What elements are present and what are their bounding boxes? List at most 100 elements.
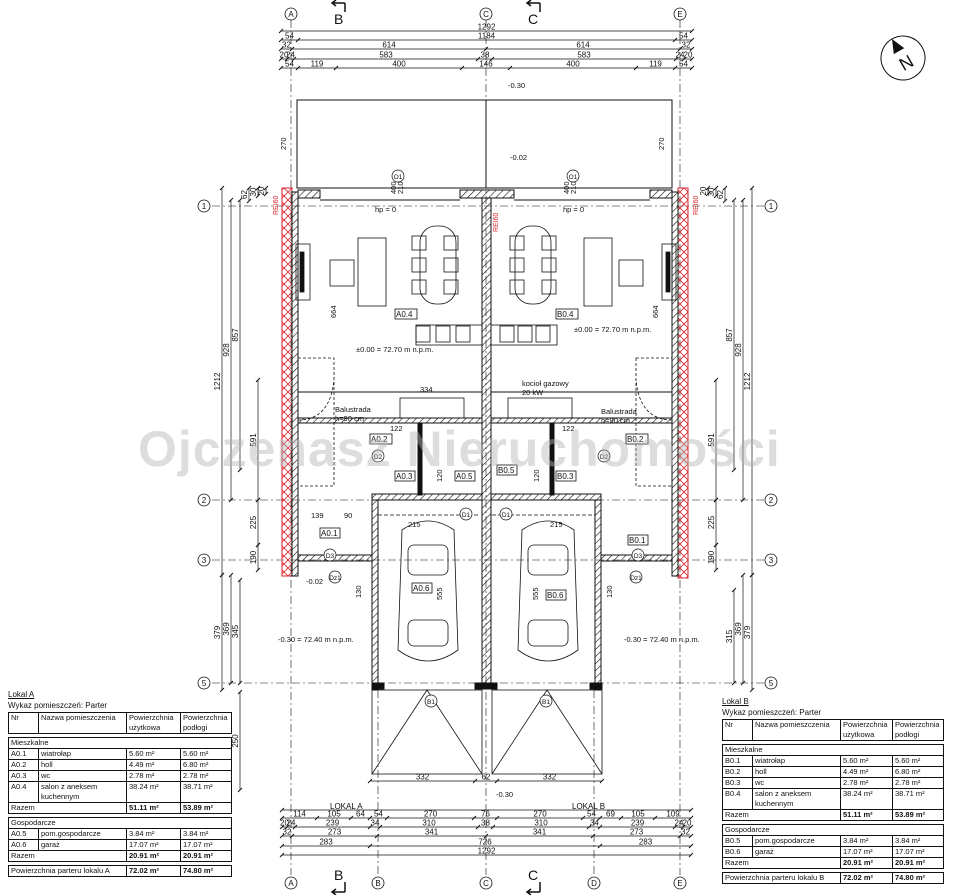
dim-label: 62 — [240, 190, 249, 199]
dim-tick — [279, 807, 285, 813]
dim-tick — [494, 778, 500, 784]
watermark: Ojczenasz Nieruchomości — [138, 421, 781, 477]
door-tag-dz1-a: Dz1 — [329, 575, 341, 582]
dim-tick — [749, 572, 755, 578]
dim-tick — [688, 807, 694, 813]
dim-tick — [279, 833, 285, 839]
dim-tick — [590, 833, 596, 839]
dim-tick — [384, 815, 390, 821]
axis-bubbles — [197, 7, 778, 890]
dim-122-b: 122 — [562, 424, 575, 433]
axis-label-a: A — [288, 10, 294, 19]
dim-label: 225 — [249, 515, 258, 529]
dim-label: 369 — [734, 622, 743, 636]
dim-tick — [228, 197, 234, 203]
room-a06: A0.6 — [413, 584, 430, 593]
dim-label: 190 — [707, 550, 716, 564]
level-ground-a: ±0.00 = 72.70 m n.p.m. — [356, 345, 433, 354]
table-title: Lokal A — [8, 690, 35, 699]
dim-tick — [367, 843, 373, 849]
dim-tick — [483, 833, 489, 839]
terrace — [296, 99, 673, 189]
dim-tick — [489, 56, 495, 62]
dim-label: 30 — [249, 187, 258, 196]
table-subtitle: Wykaz pomieszczeń: Parter — [8, 701, 108, 710]
dim-tick — [597, 824, 603, 830]
dim-label: 146 — [479, 60, 493, 69]
dim-tick — [633, 65, 639, 71]
dim-tick — [278, 65, 284, 71]
dim-tick — [237, 680, 243, 686]
section-label-b-bottom: B — [334, 867, 343, 883]
north-arrow-icon: N — [880, 35, 926, 81]
axis-label-e: E — [677, 10, 682, 19]
dim-tick — [490, 824, 496, 830]
axis-label-1: 1 — [202, 202, 207, 211]
dim-tick — [689, 46, 695, 52]
dim-label: 32 — [682, 41, 691, 50]
dim-tick — [652, 815, 658, 821]
dim-tick — [292, 824, 298, 830]
dim-tick — [731, 197, 737, 203]
door-tag-d3-b: D3 — [634, 553, 643, 560]
dim-label: 54 — [679, 32, 688, 41]
dim-tick — [507, 65, 513, 71]
dim-label: 400 — [566, 60, 580, 69]
car-a — [397, 520, 459, 662]
axis-label-5-right: 5 — [769, 679, 774, 688]
dim-tick — [289, 46, 295, 52]
section-label-c-top: C — [528, 11, 538, 27]
dim-label: 20 — [280, 819, 289, 828]
dim-215-b: 215 — [550, 520, 563, 529]
axis-label-3: 3 — [202, 556, 207, 565]
dim-label: 1292 — [478, 23, 496, 32]
dim-label: 1212 — [743, 372, 752, 390]
hp-label-b: hp = 0 — [563, 205, 584, 214]
room-b02: B0.2 — [627, 435, 644, 444]
dim-label: 20 — [683, 819, 692, 828]
dim-label: 225 — [707, 515, 716, 529]
dim-label: 332 — [416, 773, 430, 782]
dim-label: 54 — [679, 60, 688, 69]
lokal-a-label: LOKAL A — [330, 802, 363, 811]
dim-label: 341 — [425, 828, 439, 837]
dim-tick — [263, 191, 269, 197]
dim-label: 1184 — [478, 32, 496, 41]
dim-tick — [672, 37, 678, 43]
dim-270-a: 270 — [279, 137, 288, 150]
dim-label: 62 — [716, 190, 725, 199]
dim-tick — [237, 467, 243, 473]
dim-label: 857 — [725, 328, 734, 342]
gate-tag-b1-b: B1 — [542, 699, 550, 706]
dim-210-b: 210 — [569, 181, 578, 194]
dim-tick — [237, 197, 243, 203]
axis-label-d: D — [591, 879, 597, 888]
dim-label: 114 — [293, 810, 306, 819]
dim-label: 239 — [631, 819, 645, 828]
dim-tick — [278, 28, 284, 34]
dim-tick — [740, 197, 746, 203]
dim-tick — [284, 56, 290, 62]
dim-label: 24 — [287, 819, 296, 828]
dim-tick — [219, 185, 225, 191]
dim-label: 250 — [231, 734, 240, 748]
dim-tick — [586, 824, 592, 830]
door-tag-d1-b: D1 — [502, 512, 511, 519]
dim-tick — [255, 377, 261, 383]
dim-tick — [713, 497, 719, 503]
dim-label: 69 — [606, 810, 615, 819]
dim-tick — [367, 815, 373, 821]
dim-tick — [219, 687, 225, 693]
dim-label: 332 — [543, 773, 557, 782]
dim-tick — [672, 824, 678, 830]
